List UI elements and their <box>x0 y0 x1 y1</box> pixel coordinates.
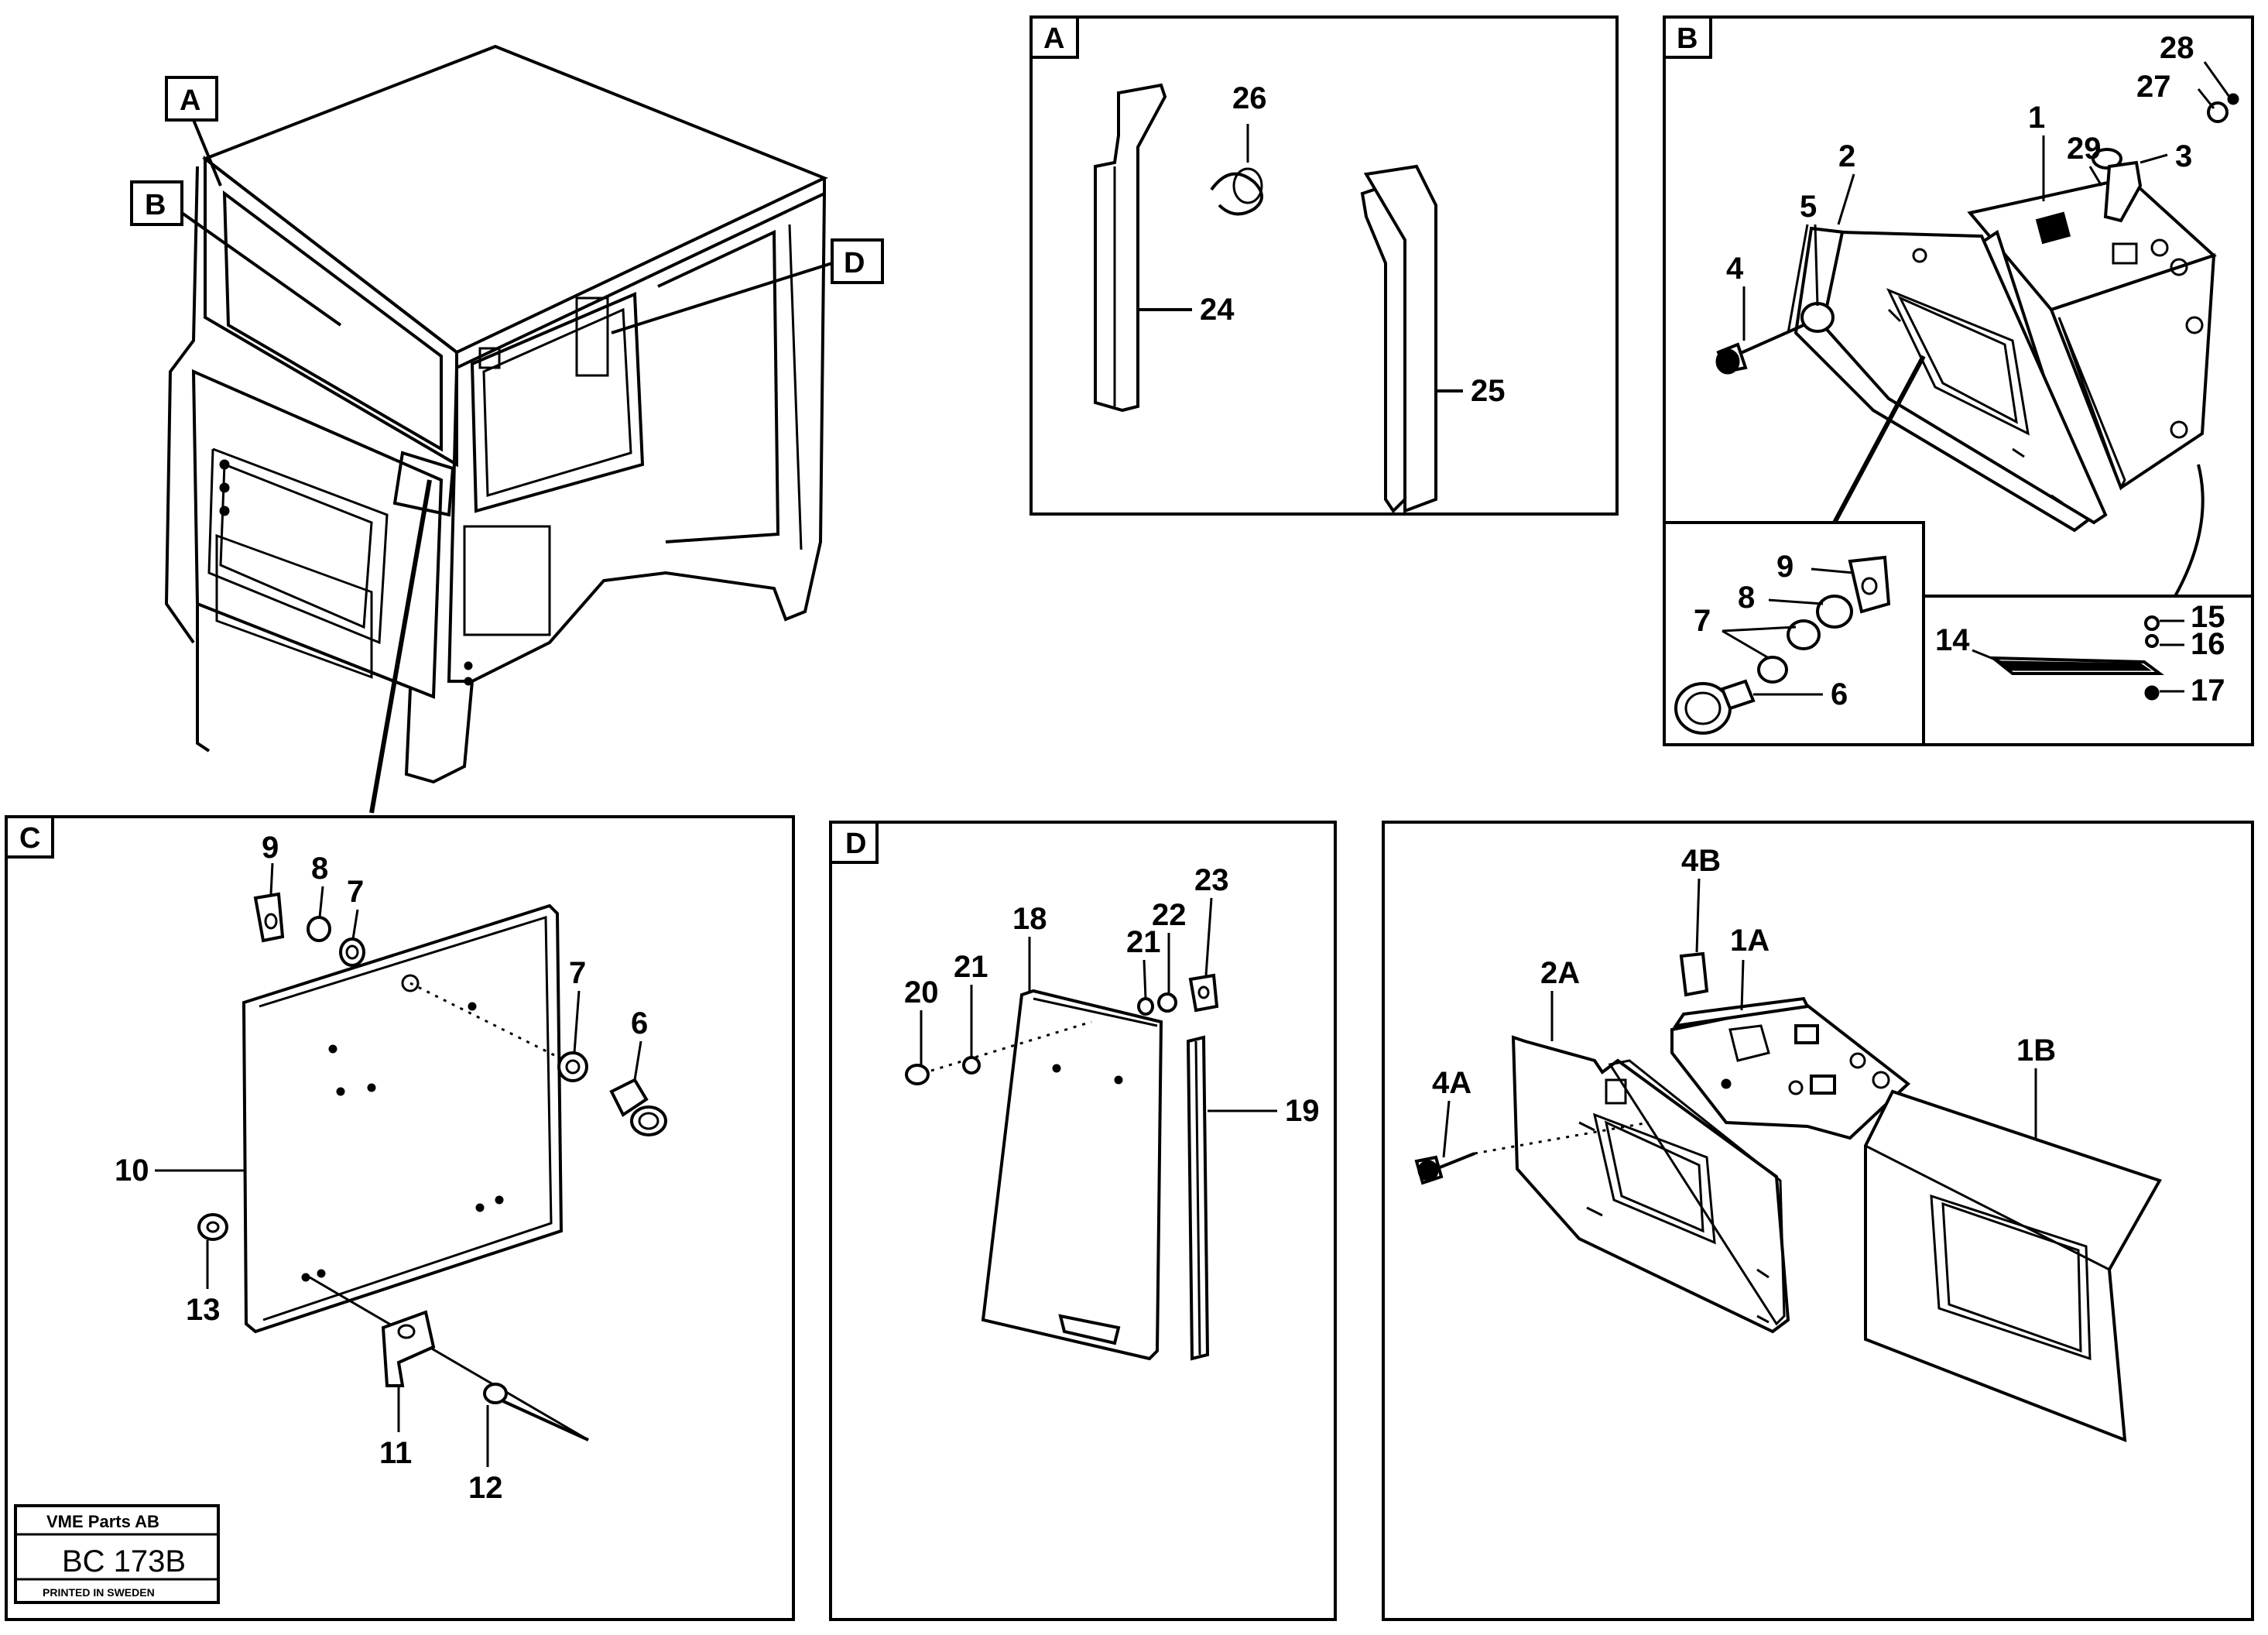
panel-c-tag: C <box>19 822 40 855</box>
c-label-12: 12 <box>468 1471 503 1505</box>
panel-a: A 24 26 25 <box>1030 15 1619 516</box>
label-1: 1 <box>2028 101 2045 135</box>
label-25: 25 <box>1471 374 1506 408</box>
label-9: 9 <box>1776 550 1794 584</box>
e-label-4B: 4B <box>1681 844 1721 878</box>
label-14: 14 <box>1935 623 1970 657</box>
cab-overview: A B D <box>130 44 884 814</box>
c-label-10: 10 <box>115 1153 149 1188</box>
panel-b-tag: B <box>1677 22 1698 55</box>
c-label-9: 9 <box>262 831 279 865</box>
panel-a-tag: A <box>1043 22 1064 55</box>
title-company: VME Parts AB <box>46 1512 159 1531</box>
cab-roof <box>201 44 828 355</box>
label-26: 26 <box>1232 81 1267 115</box>
panel-b: B 3 29 27 28 1 2 <box>1663 15 2254 746</box>
cab-callout-a-label: A <box>180 84 200 117</box>
c-label-7b: 7 <box>569 956 586 990</box>
panel-d-tag: D <box>845 828 866 860</box>
panel-alt-frame <box>1382 821 2254 1621</box>
c-label-11: 11 <box>379 1436 412 1470</box>
panel-c: C 9 8 7 7 6 <box>5 815 795 1621</box>
label-8: 8 <box>1738 581 1755 615</box>
e-label-4A: 4A <box>1432 1066 1471 1100</box>
c-label-8: 8 <box>311 852 328 886</box>
cab-callout-b-label: B <box>145 189 166 221</box>
label-2: 2 <box>1838 139 1855 173</box>
e-label-1A: 1A <box>1730 924 1770 958</box>
d-label-19: 19 <box>1285 1094 1320 1128</box>
d-label-18: 18 <box>1012 902 1047 936</box>
panel-d: D 18 20 21 21 22 23 19 <box>829 821 1337 1621</box>
d-label-20: 20 <box>904 975 939 1009</box>
label-28: 28 <box>2160 31 2194 65</box>
c-label-13: 13 <box>186 1293 221 1327</box>
d-label-21a: 21 <box>954 950 988 984</box>
label-29: 29 <box>2067 132 2102 166</box>
panel-alt-kit: 4B 1A 2A 4A <box>1382 821 2254 1621</box>
label-16: 16 <box>2191 627 2225 661</box>
panel-d-frame <box>829 821 1337 1621</box>
label-24: 24 <box>1200 293 1235 327</box>
panel-a-frame <box>1030 15 1619 516</box>
d-label-23: 23 <box>1194 863 1229 897</box>
label-4: 4 <box>1726 252 1744 286</box>
c-label-6: 6 <box>631 1006 648 1040</box>
d-label-22: 22 <box>1152 898 1187 932</box>
c-label-7a: 7 <box>347 875 364 909</box>
title-code: BC 173B <box>62 1544 186 1578</box>
label-27: 27 <box>2136 70 2171 104</box>
panel-b-inset-hinge <box>1922 595 2254 746</box>
panel-c-frame <box>5 815 795 1621</box>
label-7: 7 <box>1694 604 1711 638</box>
label-6: 6 <box>1831 677 1848 711</box>
e-label-2A: 2A <box>1540 956 1580 990</box>
label-5: 5 <box>1800 190 1817 224</box>
cab-callout-a <box>165 76 218 122</box>
cab-callout-d-label: D <box>844 247 865 279</box>
cab-callout-b <box>130 180 183 226</box>
title-printed: PRINTED IN SWEDEN <box>43 1586 155 1599</box>
e-label-1B: 1B <box>2016 1033 2056 1068</box>
cab-callout-d <box>831 238 884 284</box>
d-label-21b: 21 <box>1126 925 1161 959</box>
title-block: VME Parts AB BC 173B PRINTED IN SWEDEN <box>14 1504 220 1604</box>
label-3: 3 <box>2175 139 2192 173</box>
label-15: 15 <box>2191 600 2225 634</box>
label-17: 17 <box>2191 674 2225 708</box>
